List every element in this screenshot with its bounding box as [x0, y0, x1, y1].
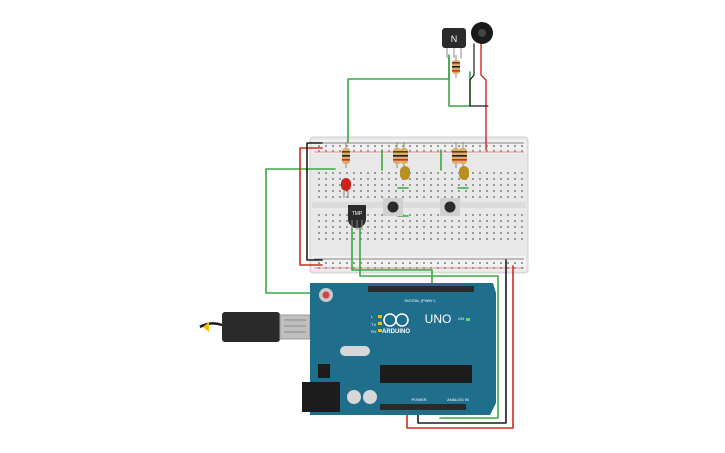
resistor-4 — [452, 142, 460, 168]
resistors — [342, 142, 467, 168]
arduino-uno[interactable]: ARDUINO UNO DIGITAL (PWM~) POWER ANALOG … — [302, 283, 496, 415]
led-yellow-2[interactable] — [459, 166, 469, 180]
pushbutton-2[interactable] — [440, 198, 460, 216]
breadboard — [309, 136, 529, 274]
header-digital: DIGITAL (PWM~) — [405, 298, 437, 303]
led-yellow-1[interactable] — [400, 166, 410, 180]
led-tx-label: TX — [371, 322, 376, 327]
pushbutton-1[interactable] — [383, 198, 403, 216]
wire-black-left — [306, 142, 323, 261]
arduino-model: UNO — [425, 312, 452, 326]
wire-red-left — [299, 147, 323, 266]
arduino-logo — [383, 313, 409, 327]
resistor-3 — [400, 142, 408, 168]
header-analog: ANALOG IN — [447, 397, 469, 402]
led-on-label: ON — [458, 316, 464, 321]
resistor-5 — [459, 142, 467, 168]
wire-motor-red — [480, 43, 487, 151]
wire-motor-black — [469, 43, 489, 107]
resistor-2 — [393, 142, 401, 168]
transistor-label: N — [451, 34, 458, 44]
wire-tmp-green2 — [359, 227, 499, 419]
resistor-1 — [342, 142, 350, 168]
npn-transistor[interactable]: N — [442, 28, 466, 58]
vibration-motor-icon[interactable] — [471, 22, 493, 44]
wire-red-right — [406, 265, 514, 429]
led-l-label: L — [371, 314, 374, 319]
wire-black-right — [417, 259, 507, 424]
wire-green-top — [347, 54, 450, 143]
led-red[interactable] — [341, 178, 351, 198]
wire-tmp-green — [351, 227, 433, 291]
header-power: POWER — [411, 397, 426, 402]
wires — [265, 43, 514, 429]
resistor-top[interactable] — [452, 55, 460, 78]
led-rx-label: RX — [371, 329, 377, 334]
sensor-label: TMP — [352, 211, 363, 217]
temperature-sensor[interactable]: TMP — [348, 205, 366, 230]
usb-cable-icon — [199, 312, 311, 342]
arduino-brand: ARDUINO — [382, 329, 410, 335]
